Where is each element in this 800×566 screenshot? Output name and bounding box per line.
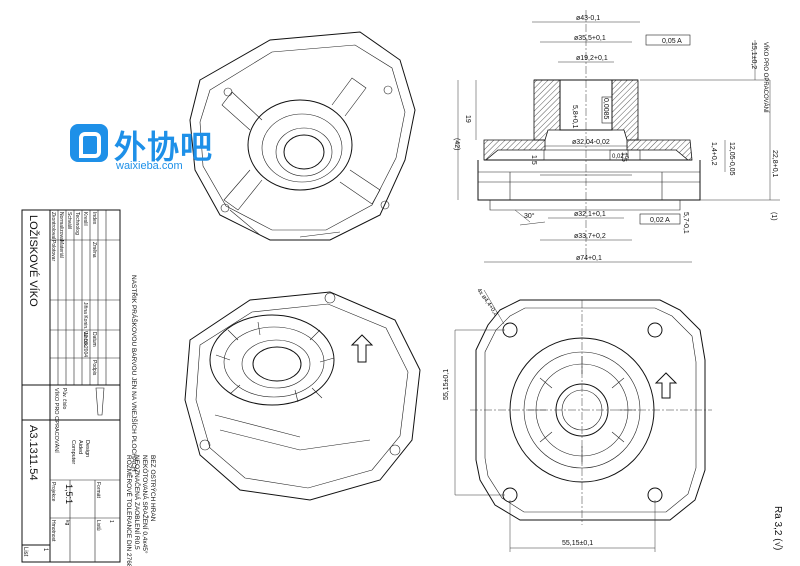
row-label-1: Zkontroloval <box>50 212 56 239</box>
company-line-1: Computer <box>70 440 76 464</box>
date-value: 12.03.2004 <box>82 332 88 357</box>
edge-notes: BEZ OSTRÝCH HRAN NEKÓTOVANÁ SRAŽENÍ 0,4x… <box>125 455 158 566</box>
watermark-brand-cn: 外协吧 <box>114 128 214 166</box>
title-block <box>21 209 121 563</box>
dim-5-8: 5,8+0,1 <box>571 105 578 129</box>
dim-d32-04: ø32,04-0,02 <box>572 139 610 146</box>
watermark-logo-icon <box>70 124 108 162</box>
weight-unit: kg <box>64 520 70 526</box>
dim-42: (42) <box>453 138 460 150</box>
change-label: Změna <box>91 242 97 258</box>
title-block-text: LOŽISKOVÉ VÍKO A3.1311.54 List 1 Index Z… <box>22 212 114 557</box>
dim-15-1: 15,1±0,2 <box>750 42 757 69</box>
section-dim-labels: ø43-0,1 ø35,5+0,1 ø19,2+0,1 ø32,04-0,02 … <box>453 15 778 262</box>
edge-note-3: NEOZNAČENÁ ZAOBLENÍ R0,5 <box>133 455 142 550</box>
dim-d33-7: ø33,7+0,2 <box>574 233 606 240</box>
dim-5-7: 5,7-0,1 <box>682 212 689 234</box>
section-note: VÍKO PRO OPRACOVÁNÍ <box>762 42 769 113</box>
tol-0-02a: 0,02 A <box>650 217 670 224</box>
dim-1-5b: 1,5 <box>620 152 627 162</box>
tol-0-0085: 0,0085 <box>602 98 609 120</box>
signature-label: Podpis <box>91 360 97 376</box>
watermark-logo: 外协吧 waixieba.com <box>70 120 220 180</box>
format-label: Formát <box>95 482 101 498</box>
edge-note-4: ROZMĚROVÉ TOLERANCE DIN 2768-mH <box>125 455 134 566</box>
sheet-value: 1 <box>108 520 114 523</box>
edge-note-2: NEKÓTOVANÁ SRAŽENÍ 0,4x45° <box>141 455 150 554</box>
scale-value: 1,5:1 <box>64 484 74 504</box>
dim-d74: ø74+0,1 <box>576 255 602 262</box>
dim-1: (1) <box>770 212 777 221</box>
name-value: Jiřina Konin. Varček <box>82 302 88 347</box>
company-line-3: Design <box>84 440 90 457</box>
dim-12-05: 12,05-0,05 <box>728 142 735 176</box>
section-view <box>457 10 780 263</box>
plan-view <box>454 289 712 552</box>
plan-dim-holes: 4x ø4,4+0,2 <box>475 288 499 318</box>
tol-0-05: 0,05 A <box>662 38 682 45</box>
dim-d35: ø35,5+0,1 <box>574 35 606 42</box>
edge-note-1: BEZ OSTRÝCH HRAN <box>149 455 158 522</box>
sheet-label: Listů <box>95 520 102 531</box>
dim-30deg: 30° <box>524 212 535 220</box>
part-title: LOŽISKOVÉ VÍKO <box>27 215 40 307</box>
material-label-2: Materiál <box>58 240 64 258</box>
dim-d32-1: ø32,1+0,1 <box>574 211 606 218</box>
dim-22-8: 22,8+0,1 <box>771 150 778 178</box>
date-label: Datum <box>91 332 97 347</box>
row-label-3: Schválil <box>66 212 72 229</box>
projection-label: Projekce <box>50 482 56 502</box>
isometric-view-bottom <box>184 291 421 501</box>
tol-0-02b: 0,02 A <box>612 154 629 160</box>
plan-dim-horizontal: 55,15±0,1 <box>562 540 593 547</box>
index-label: Index <box>91 212 97 225</box>
roughness-symbol: Ra 3,2 (√) <box>772 506 784 550</box>
isometric-view-top <box>189 31 416 241</box>
watermark-brand-en: waixieba.com <box>116 160 183 172</box>
dim-1-4: 1,4+0,2 <box>710 142 717 166</box>
row-label-2: Normalizoval <box>58 212 64 241</box>
prev-label: Pův. číslo <box>61 388 68 410</box>
dim-d43: ø43-0,1 <box>576 15 600 22</box>
sheet-no-label: List <box>22 547 28 557</box>
dim-d19: ø19,2+0,1 <box>576 55 608 62</box>
row-label-5: Kreslil <box>82 212 88 226</box>
surface-note: NASTŘIK PRÁŠKOVOU BARVOU JEN NA VNEJŠÍCH… <box>130 275 139 472</box>
row-label-4: Technolog <box>74 212 80 235</box>
plan-dim-vertical: 55,15±0,1 <box>443 369 450 400</box>
material-label-1: Polotovar <box>50 240 56 261</box>
weight-label: Hmotnost <box>50 520 56 542</box>
dim-1-5a: 1,5 <box>530 155 537 165</box>
company-line-2: Aided <box>77 440 83 454</box>
sheet-no-value: 1 <box>42 548 48 552</box>
project-label: VÍKO PRO OPRACOVÁNÍ <box>53 388 60 453</box>
dim-19: 19 <box>464 115 471 123</box>
drawing-number: A3.1311.54 <box>27 425 39 480</box>
